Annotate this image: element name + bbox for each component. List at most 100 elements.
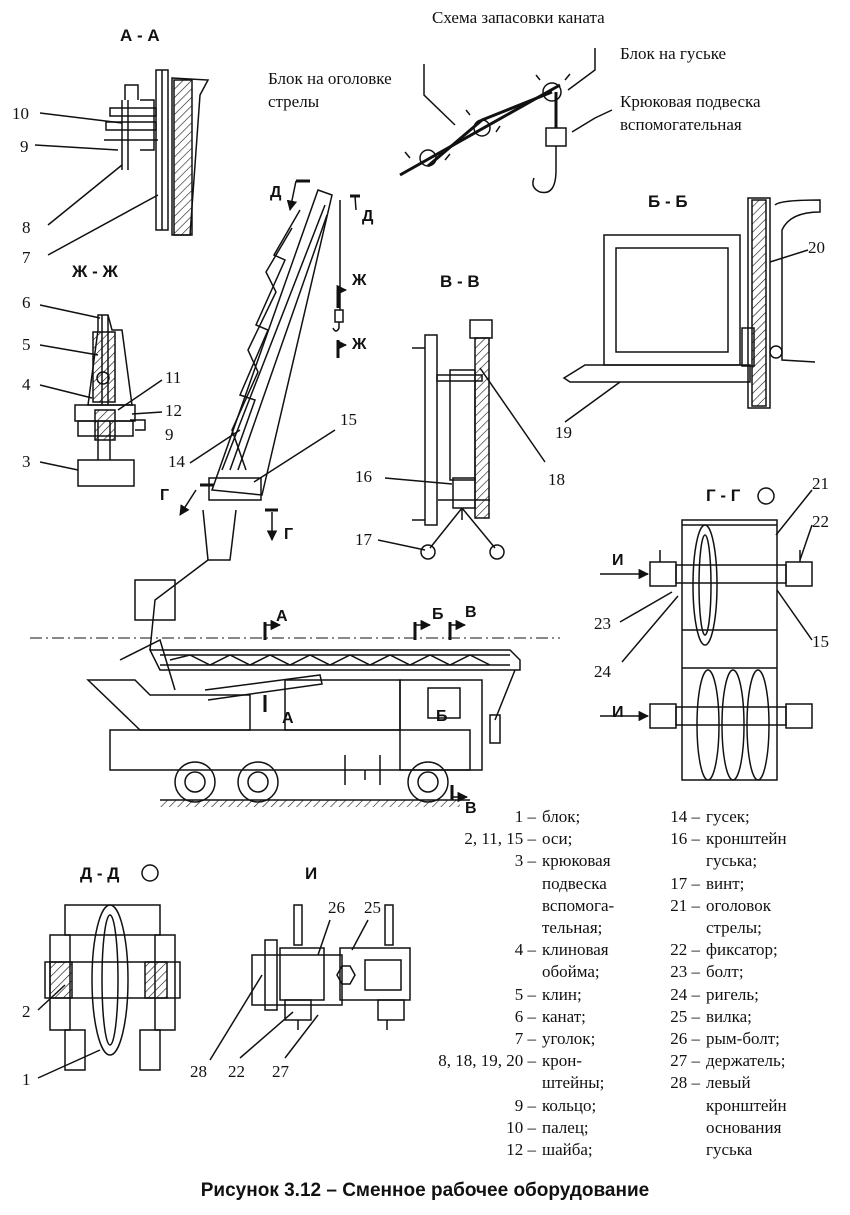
legend-number: 21 – [670, 895, 700, 915]
callout-28: 28 [190, 1062, 207, 1081]
callout-26: 26 [328, 898, 345, 917]
legend-number: 25 – [670, 1006, 700, 1026]
rope-scheme-title: Схема запасовки каната [432, 8, 605, 27]
legend-number: 7 – [514, 1029, 536, 1049]
callout-15-jib: 15 [340, 410, 357, 429]
legend-number: 22 – [670, 940, 700, 960]
legend-row: 5 –клин; [411, 984, 614, 1006]
section-title-gg: Г - Г [706, 486, 741, 505]
cut-mark-b-bottom: Б [436, 708, 448, 725]
legend-text: кронштейн [706, 829, 787, 849]
legend-row: 26 – рым-болт; [640, 1028, 787, 1050]
section-title-dd: Д - Д [80, 864, 120, 883]
legend-number: 26 – [670, 1029, 700, 1049]
legend-row: 9 –кольцо; [411, 1095, 614, 1117]
callout-8: 8 [22, 218, 31, 237]
callout-27: 27 [272, 1062, 289, 1081]
legend-row: основания [640, 1117, 787, 1139]
callout-17: 17 [355, 530, 372, 549]
legend-row: обойма; [411, 961, 614, 983]
section-bb-drawing [562, 197, 821, 423]
legend-number: 1 – [514, 807, 536, 826]
cut-mark-g-left: Г [160, 487, 170, 504]
legend-row: тельная; [411, 917, 614, 939]
legend-row: 3 –крюковая [411, 850, 614, 872]
legend-text: клиновая [542, 940, 609, 960]
legend-row: 12 –шайба; [411, 1139, 614, 1161]
callout-9: 9 [20, 137, 29, 156]
view-i-drawing [209, 904, 411, 1061]
section-vv-drawing [377, 319, 546, 560]
cut-mark-d-left: Д [270, 184, 282, 201]
label-block-on-jib: Блок на гуське [620, 44, 727, 63]
legend-text: фиксатор; [706, 940, 778, 960]
section-gg-drawing [600, 487, 813, 781]
legend-text: оси; [542, 829, 573, 849]
legend-row: 16 –кронштейн [640, 828, 787, 850]
legend-number: 2, 11, 15 – [464, 829, 536, 849]
cut-mark-v-top: В [465, 604, 477, 621]
section-aa-drawing [34, 69, 210, 256]
legend-number [640, 1095, 706, 1117]
legend-row: 6 – канат; [411, 1006, 614, 1028]
legend-row: гуська [640, 1139, 787, 1161]
legend-row: 27 –держатель; [640, 1050, 787, 1072]
legend-text: винт; [706, 873, 745, 893]
callout-10: 10 [12, 104, 29, 123]
legend-number [640, 917, 706, 939]
legend-text: оголовок [706, 895, 771, 915]
cut-mark-d-right: Д [362, 208, 374, 225]
legend-row: 10 –палец; [411, 1117, 614, 1139]
legend-text: крон- [542, 1051, 583, 1071]
legend-text: гусек; [706, 807, 750, 826]
cut-mark-a-bottom: А [282, 710, 294, 727]
legend-number: 17 – [670, 873, 700, 893]
label-aux-hook-line2: вспомогательная [620, 115, 742, 134]
label-block-on-boom-head-line2: стрелы [268, 92, 320, 111]
callout-12: 12 [165, 401, 182, 420]
legend-text: вилка; [706, 1006, 752, 1026]
callout-23: 23 [594, 614, 611, 633]
callout-7: 7 [22, 248, 31, 267]
label-aux-hook-line1: Крюковая подвеска [620, 92, 761, 111]
callout-4: 4 [22, 375, 31, 394]
legend-row: 4 –клиновая [411, 939, 614, 961]
legend-text: канат; [542, 1006, 586, 1026]
legend-row: кронштейн [640, 1095, 787, 1117]
legend-number: 6 – [514, 1006, 536, 1026]
legend-row: 17 – винт; [640, 873, 787, 895]
legend-text: рым-болт; [706, 1029, 780, 1049]
legend-row: 25 – вилка; [640, 1006, 787, 1028]
callout-21: 21 [812, 474, 829, 493]
legend-text: болт; [706, 962, 744, 982]
legend-number [640, 1117, 706, 1139]
legend-text: обойма; [542, 962, 600, 982]
legend-text: тельная; [542, 918, 603, 938]
legend-text: гуська; [706, 851, 758, 871]
legend-row: стрелы; [640, 917, 787, 939]
legend-row: 24 –ригель; [640, 984, 787, 1006]
callout-15-gg: 15 [812, 632, 829, 651]
cut-mark-i-lower: И [612, 704, 624, 721]
legend-text: кольцо; [542, 1095, 597, 1115]
legend-row: штейны; [411, 1072, 614, 1094]
section-title-bb: Б - Б [648, 192, 688, 211]
legend-number [411, 961, 542, 983]
section-title-aa: А - А [120, 26, 160, 45]
legend-number: 5 – [514, 984, 536, 1004]
cut-mark-i-upper: И [612, 552, 624, 569]
callout-18: 18 [548, 470, 565, 489]
legend-number: 28 – [670, 1073, 700, 1093]
cut-mark-v-bottom: В [465, 800, 477, 817]
legend-number [411, 917, 542, 939]
legend-number: 14 – [670, 807, 700, 826]
legend-row: 14 – гусек; [640, 806, 787, 828]
legend-number: 27 – [670, 1051, 700, 1071]
legend-number: 24 – [670, 984, 700, 1004]
callout-3: 3 [22, 452, 31, 471]
legend-number [411, 895, 542, 917]
cut-mark-a-top: А [276, 608, 288, 625]
callout-22-gg: 22 [812, 512, 829, 531]
